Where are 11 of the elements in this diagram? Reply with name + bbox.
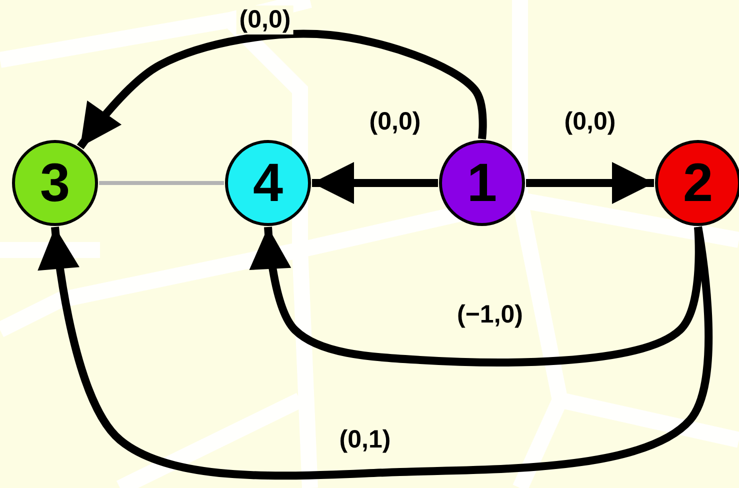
edge-label: (0,0)	[236, 6, 294, 34]
node-number: 1	[466, 156, 498, 210]
arrow	[38, 226, 712, 480]
arrow	[250, 226, 703, 366]
arrow	[312, 162, 438, 204]
arrow	[526, 162, 654, 204]
arrow	[77, 30, 487, 150]
node-number: 4	[252, 156, 284, 210]
node-number: 3	[40, 156, 70, 210]
connector-line	[99, 181, 224, 185]
node-number: 2	[682, 156, 714, 210]
